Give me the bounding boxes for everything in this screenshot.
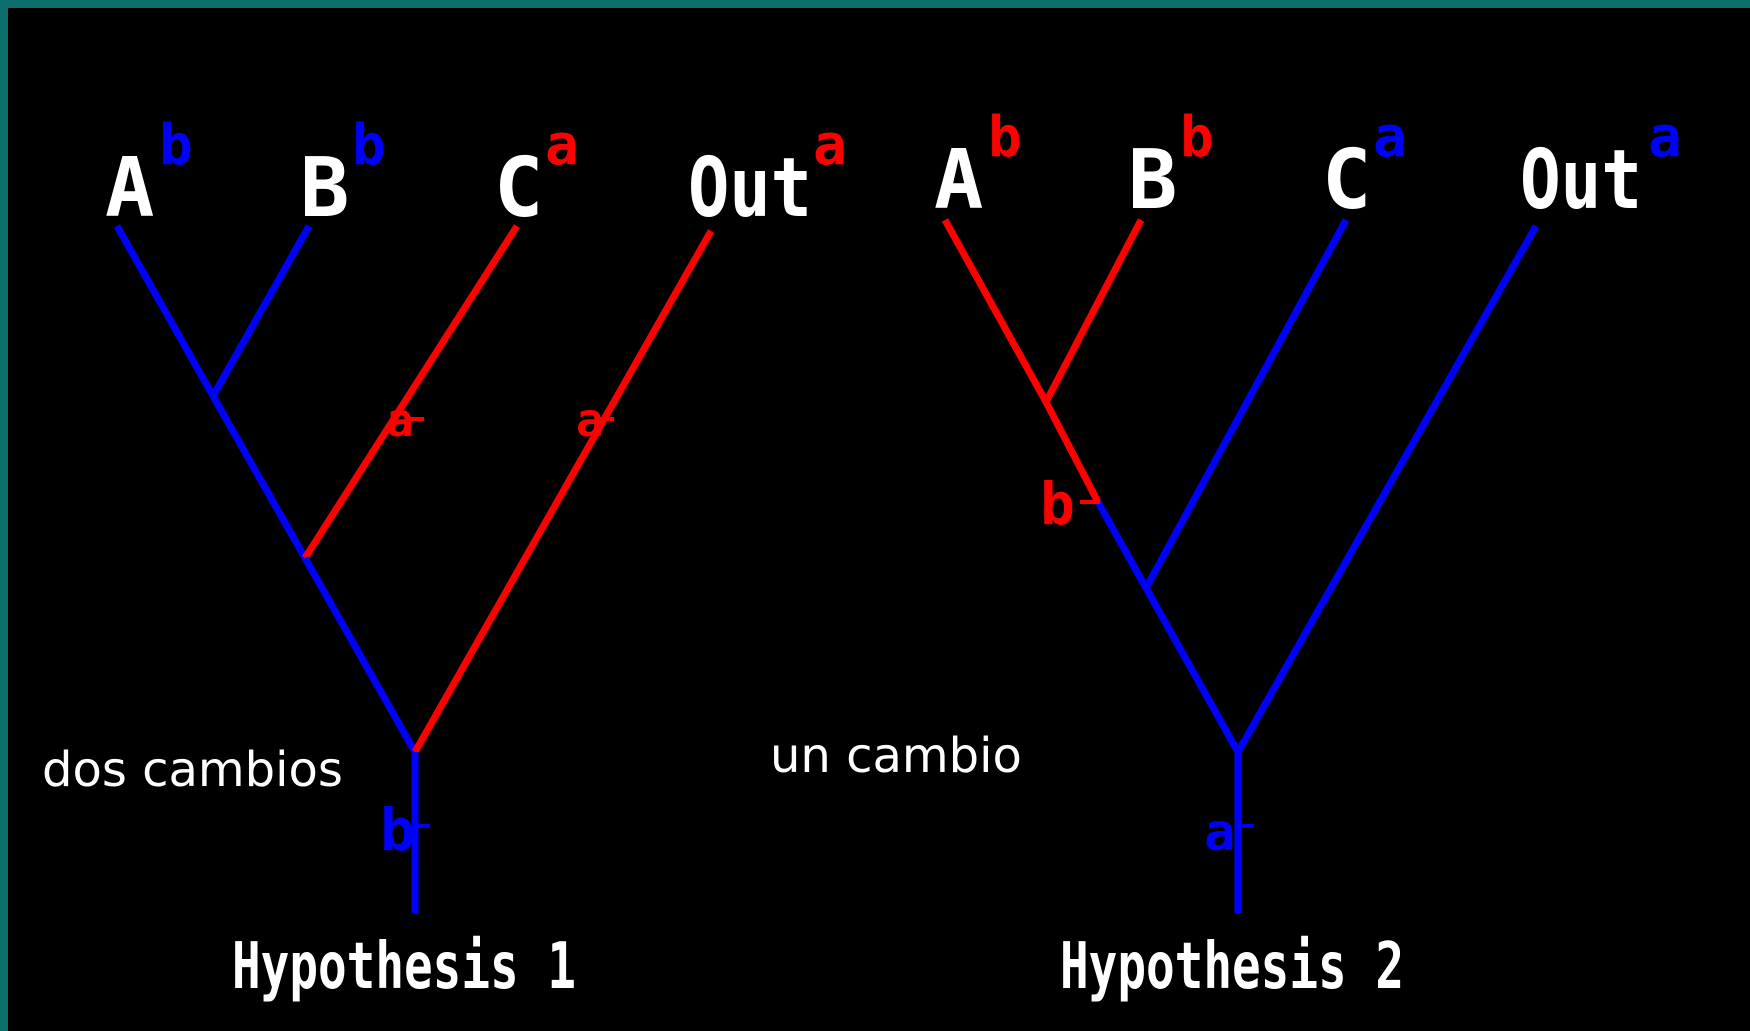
- hypothesis-title-1: Hypothesis 1: [232, 930, 576, 1004]
- branch-out-h1: [411, 229, 715, 754]
- taxon-label-b-h2: B: [1128, 133, 1177, 228]
- taxon-state-out-h1: a: [813, 113, 847, 178]
- branch-abc-h1: [301, 556, 419, 754]
- change-count-note-2: un cambio: [770, 728, 1022, 784]
- tree-hypothesis-2: b a A B C Out b b a a Hypothesis 2 un ca…: [770, 105, 1682, 1004]
- change-label-c-h1: a: [386, 393, 414, 447]
- change-label-ab-h2: b: [1040, 470, 1075, 538]
- branch-out-h2: [1234, 224, 1540, 754]
- taxon-state-a-h1: b: [159, 113, 193, 178]
- taxon-state-b-h1: b: [352, 113, 386, 178]
- change-count-note-1: dos cambios: [42, 742, 343, 798]
- hypothesis-title-2: Hypothesis 2: [1060, 930, 1404, 1004]
- branch-a-h2: [941, 218, 1050, 404]
- taxon-state-a-h2: b: [988, 105, 1022, 170]
- tree-hypothesis-1: a a b A B C Out b b a a Hypothesis 1 dos…: [42, 113, 847, 1004]
- change-label-out-h1: a: [576, 393, 604, 447]
- taxon-label-c-h1: C: [494, 141, 543, 236]
- branch-ab-h1: [209, 394, 309, 560]
- taxon-label-out-h2: Out: [1520, 133, 1642, 228]
- branch-b-h1: [209, 224, 313, 398]
- taxon-state-c-h1: a: [545, 113, 579, 178]
- phylogeny-diagram: a a b A B C Out b b a a Hypothesis 1 dos…: [42, 105, 1682, 1004]
- taxon-label-out-h1: Out: [688, 141, 812, 236]
- taxon-state-b-h2: b: [1180, 105, 1214, 170]
- change-label-root-h1: b: [380, 796, 415, 864]
- taxon-label-a-h1: A: [105, 141, 154, 236]
- branch-abc-h2: [1142, 586, 1242, 754]
- branch-b-h2: [1042, 218, 1145, 404]
- taxon-state-out-h2: a: [1648, 105, 1682, 170]
- change-label-root-h2: a: [1204, 803, 1235, 863]
- branch-c-h1: [302, 224, 520, 560]
- taxon-label-a-h2: A: [934, 133, 983, 228]
- branch-a-h1: [113, 224, 217, 398]
- slide: a a b A B C Out b b a a Hypothesis 1 dos…: [8, 8, 1750, 1031]
- branch-ab-lower-h2: [1094, 500, 1150, 590]
- taxon-state-c-h2: a: [1373, 105, 1407, 170]
- branch-ab-upper-h2: [1042, 400, 1102, 504]
- taxon-label-b-h1: B: [300, 141, 349, 236]
- taxon-label-c-h2: C: [1322, 133, 1371, 228]
- branch-c-h2: [1142, 218, 1350, 590]
